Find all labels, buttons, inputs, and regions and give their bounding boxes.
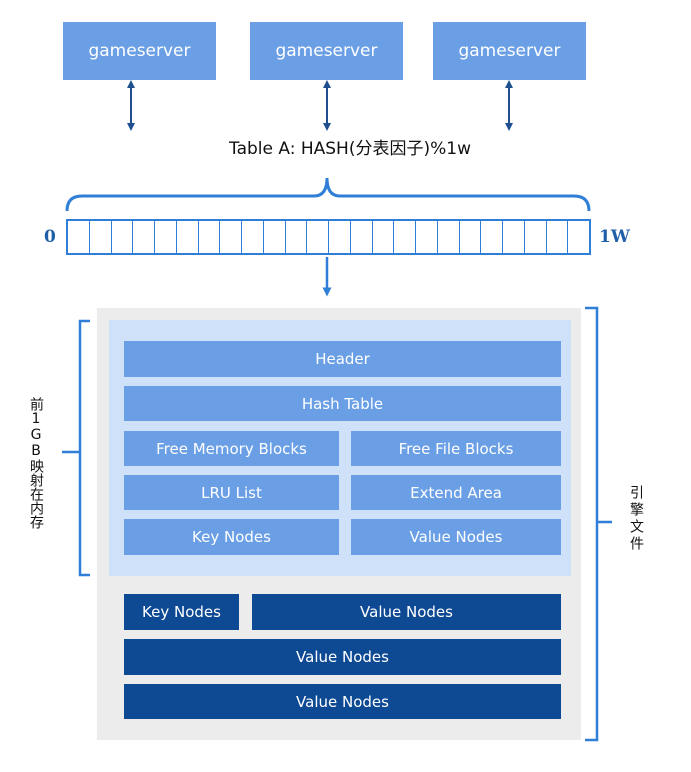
key-nodes-block: Key Nodes bbox=[124, 519, 339, 555]
hash-slot bbox=[547, 221, 569, 253]
memory-region-label: 前1GB映射在内存 bbox=[28, 397, 44, 529]
gameserver-box-2: gameserver bbox=[250, 22, 403, 80]
hash-slot bbox=[460, 221, 482, 253]
hash-slot-row bbox=[66, 219, 591, 255]
hash-slot bbox=[351, 221, 373, 253]
hash-slot bbox=[286, 221, 308, 253]
header-block: Header bbox=[124, 341, 561, 377]
hash-slot bbox=[525, 221, 547, 253]
hash-slot bbox=[373, 221, 395, 253]
disk-value-nodes-block: Value Nodes bbox=[252, 594, 561, 630]
hash-slot bbox=[307, 221, 329, 253]
hash-slot bbox=[68, 221, 90, 253]
hash-table-block: Hash Table bbox=[124, 386, 561, 421]
hash-slot bbox=[394, 221, 416, 253]
hash-slot bbox=[329, 221, 351, 253]
free-memory-blocks-block: Free Memory Blocks bbox=[124, 431, 339, 466]
disk-value-nodes-block: Value Nodes bbox=[124, 639, 561, 675]
gameserver-box-1: gameserver bbox=[63, 22, 216, 80]
hash-slot bbox=[242, 221, 264, 253]
hash-slot bbox=[481, 221, 503, 253]
hash-slot bbox=[438, 221, 460, 253]
hash-slot bbox=[90, 221, 112, 253]
extend-area-block: Extend Area bbox=[351, 475, 561, 510]
free-file-blocks-block: Free File Blocks bbox=[351, 431, 561, 466]
engine-file-label: 引擎文件 bbox=[628, 485, 644, 553]
engine-brace bbox=[585, 306, 612, 742]
hash-slot bbox=[416, 221, 438, 253]
hash-slot bbox=[112, 221, 134, 253]
table-title: Table A: HASH(分表因子)%1w bbox=[229, 139, 471, 159]
gameserver-label: gameserver bbox=[275, 41, 378, 61]
value-nodes-block: Value Nodes bbox=[351, 519, 561, 555]
hash-slot bbox=[177, 221, 199, 253]
hash-slot bbox=[133, 221, 155, 253]
table-brace bbox=[65, 177, 591, 212]
range-end-label: 1W bbox=[599, 227, 630, 247]
hash-slot bbox=[264, 221, 286, 253]
disk-key-nodes-block: Key Nodes bbox=[124, 594, 239, 630]
gameserver-box-3: gameserver bbox=[433, 22, 586, 80]
hash-slot bbox=[503, 221, 525, 253]
hash-slot bbox=[220, 221, 242, 253]
disk-value-nodes-block: Value Nodes bbox=[124, 684, 561, 719]
gameserver-label: gameserver bbox=[88, 41, 191, 61]
hash-slot bbox=[155, 221, 177, 253]
gameserver-label: gameserver bbox=[458, 41, 561, 61]
range-start-label: 0 bbox=[44, 227, 56, 247]
hash-slot bbox=[199, 221, 221, 253]
lru-list-block: LRU List bbox=[124, 475, 339, 510]
memory-brace bbox=[62, 319, 90, 577]
